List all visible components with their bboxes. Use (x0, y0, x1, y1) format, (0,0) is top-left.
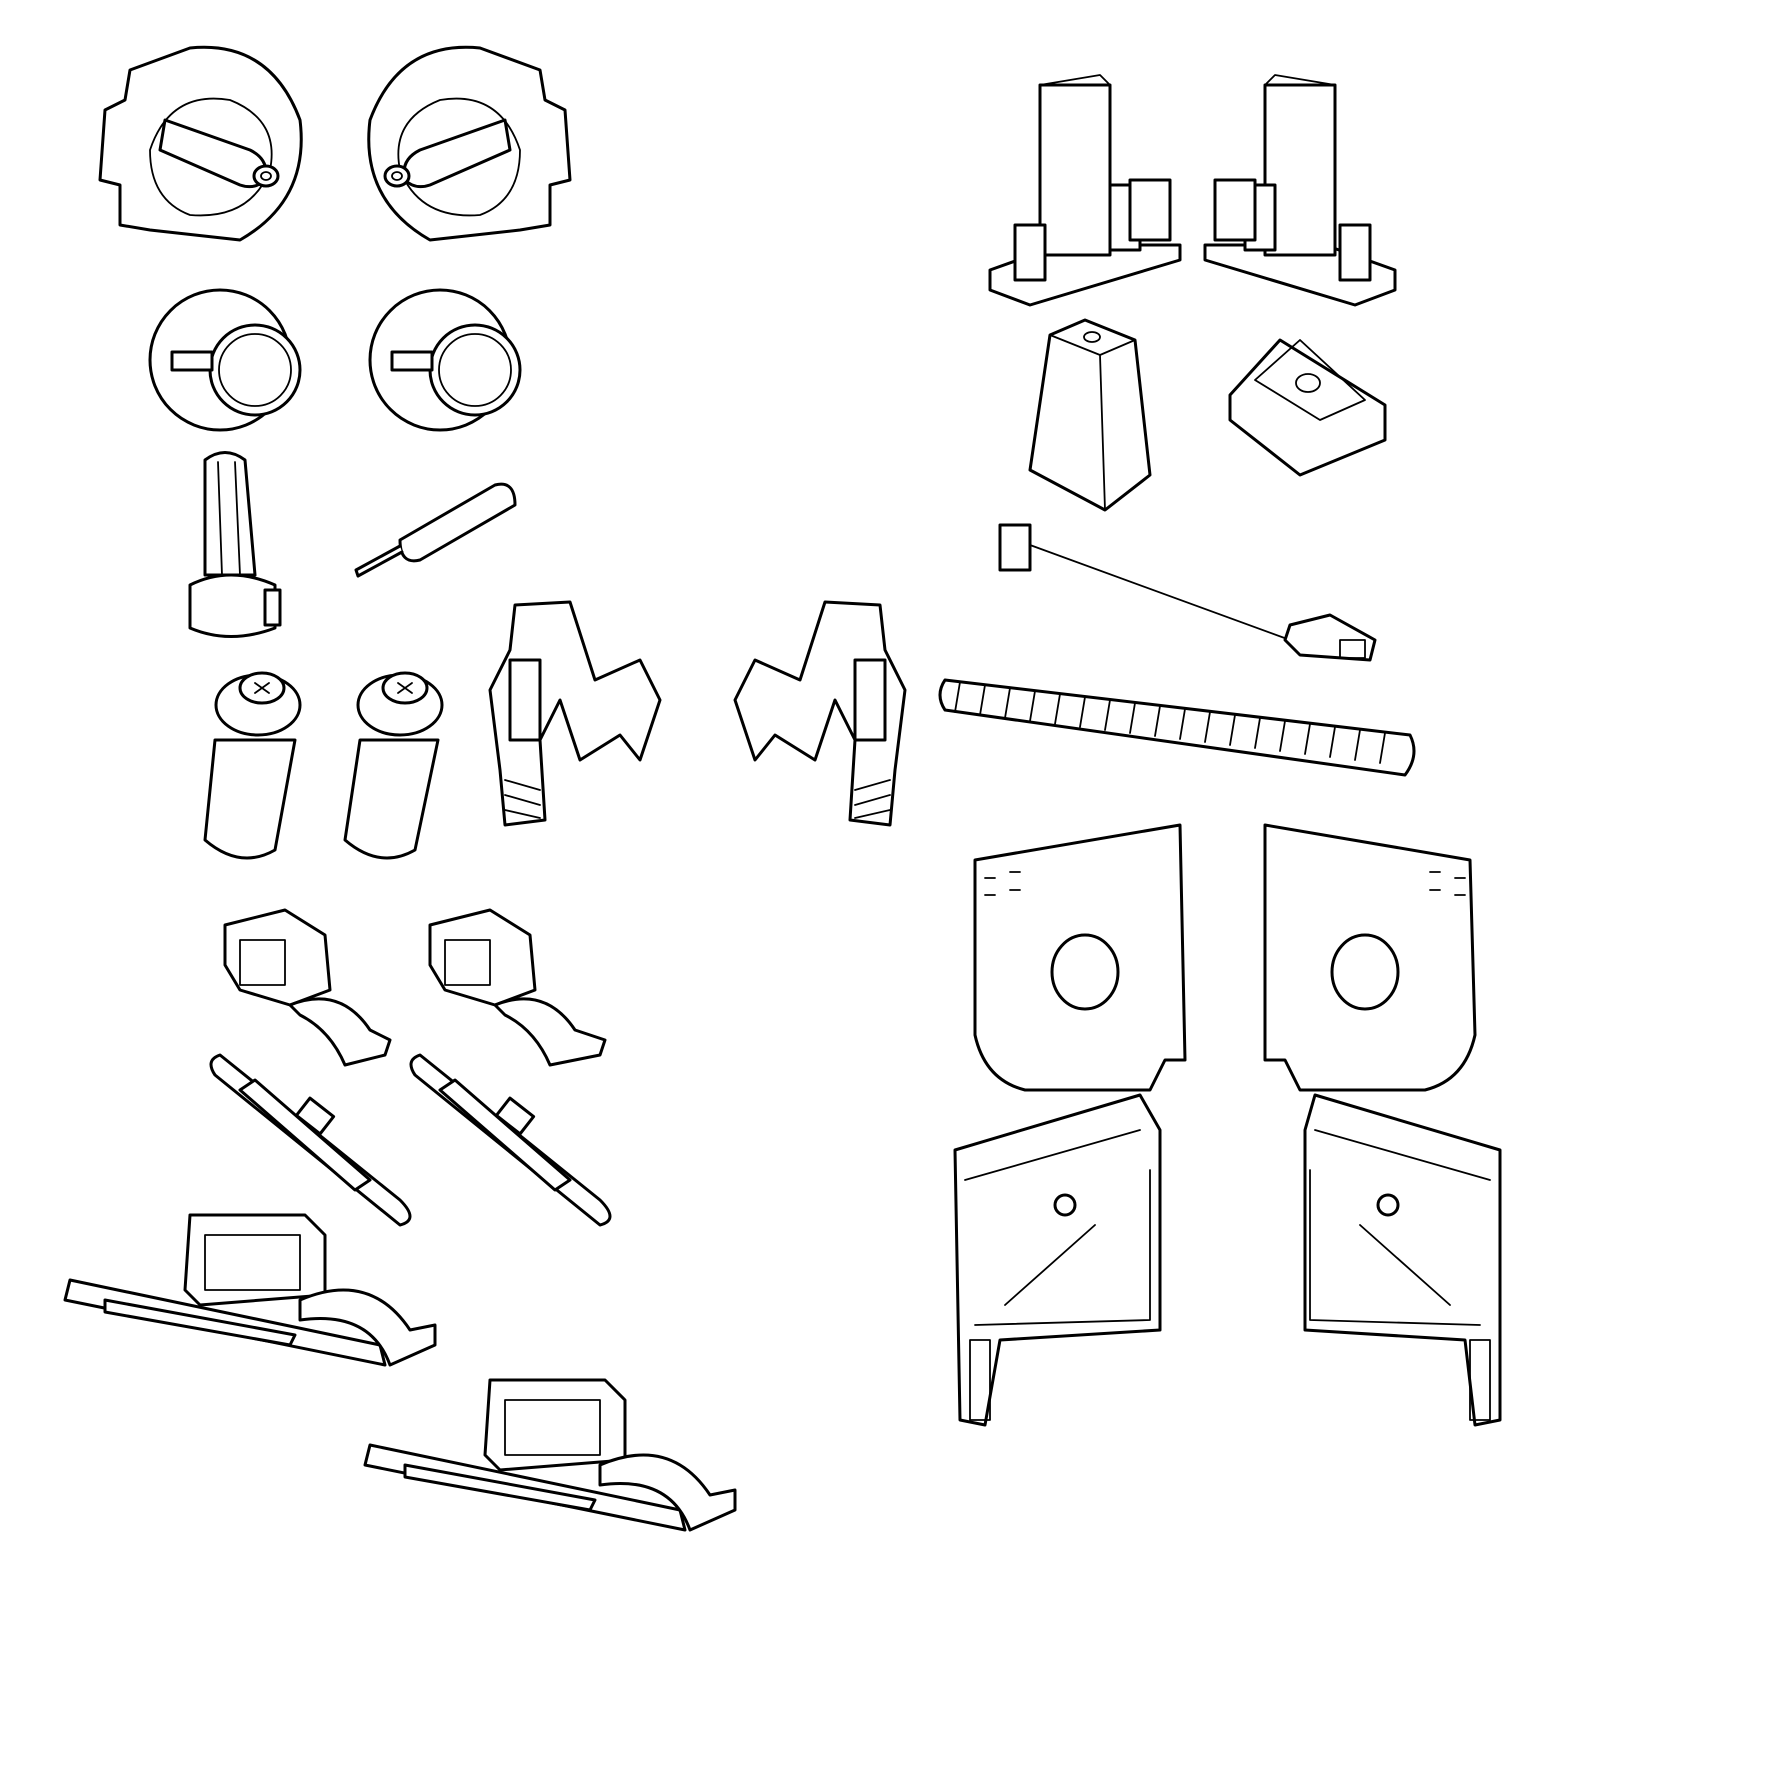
snap-clip-left (488, 600, 662, 827)
small-rod (354, 482, 517, 578)
rod-slide-right (409, 1053, 612, 1227)
coil-spring (938, 678, 1416, 777)
end-cap-with-axle-right (367, 45, 572, 242)
end-plate-right (1263, 823, 1477, 1092)
end-frame-right (1303, 1093, 1502, 1427)
end-cap-with-axle-left (98, 45, 303, 242)
strap-bracket-right (428, 908, 607, 1067)
plate-stand-left (988, 74, 1182, 307)
slotted-nut-block (1228, 338, 1387, 477)
strap-bracket-left (223, 908, 392, 1067)
end-plate-left (973, 823, 1187, 1092)
tapered-block (1028, 318, 1152, 512)
splined-pin (188, 451, 282, 638)
end-frame-left (953, 1093, 1162, 1427)
snap-clip-right (733, 600, 907, 827)
ring-bushing-left (148, 288, 302, 432)
roller-with-screw-right (343, 671, 444, 860)
plate-stand-right (1203, 74, 1397, 307)
pull-cord-with-weight (998, 523, 1377, 662)
clip-assembly-upper (63, 1213, 437, 1367)
roller-with-screw-left (203, 671, 302, 860)
clip-assembly-lower (363, 1378, 737, 1532)
ring-bushing-right (368, 288, 522, 432)
rod-slide-left (209, 1053, 412, 1227)
